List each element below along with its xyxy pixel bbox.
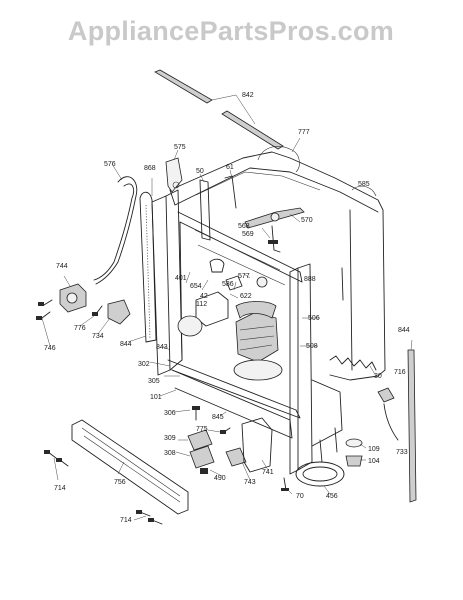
screws-714 xyxy=(44,450,163,525)
callout-845: 845 xyxy=(212,414,224,421)
lower-center-parts xyxy=(187,417,273,474)
pump-motor-assembly xyxy=(177,258,283,381)
callout-744: 744 xyxy=(56,263,68,270)
callout-844-left: 844 xyxy=(120,341,132,348)
callout-743: 743 xyxy=(244,479,256,486)
left-gasket-strip xyxy=(139,178,157,343)
callout-569: 569 xyxy=(242,231,254,238)
callout-506: 506 xyxy=(308,315,320,322)
bracket-716 xyxy=(377,387,395,403)
fill-hose xyxy=(93,163,138,285)
kickplate xyxy=(71,419,189,515)
callout-575: 575 xyxy=(174,144,186,151)
callout-306: 306 xyxy=(164,410,176,417)
callout-70: 70 xyxy=(296,493,304,500)
inlet-valve xyxy=(36,275,87,320)
callout-305: 305 xyxy=(148,378,160,385)
fittings-109-104 xyxy=(345,438,363,467)
callout-456: 456 xyxy=(326,493,338,500)
callout-302: 302 xyxy=(138,361,150,368)
callout-30: 30 xyxy=(374,373,382,380)
callout-622: 622 xyxy=(240,293,252,300)
top-seal-strips xyxy=(154,69,284,150)
callout-50: 50 xyxy=(196,168,204,175)
callout-104: 104 xyxy=(368,458,380,465)
callout-308: 308 xyxy=(164,450,176,457)
left-bracket-parts xyxy=(92,299,131,325)
callout-leader-lines xyxy=(41,271,367,495)
callout-775: 775 xyxy=(196,426,208,433)
callout-585: 585 xyxy=(358,181,370,188)
callout-61: 61 xyxy=(226,164,234,171)
callout-401: 401 xyxy=(175,275,187,282)
callout-733: 733 xyxy=(396,449,408,456)
watermark-text: AppliancePartsPros.com xyxy=(68,16,394,46)
callout-654: 654 xyxy=(190,283,202,290)
callout-843: 843 xyxy=(156,344,168,351)
callout-741: 741 xyxy=(262,469,274,476)
callout-714-left: 714 xyxy=(54,485,66,492)
callout-734: 734 xyxy=(92,333,104,340)
callout-508: 508 xyxy=(306,343,318,350)
callout-888: 888 xyxy=(304,276,316,283)
callout-868: 868 xyxy=(144,165,156,172)
callout-309: 309 xyxy=(164,435,176,442)
callout-577: 577 xyxy=(238,273,250,280)
upper-parts xyxy=(165,149,237,241)
callout-844-right: 844 xyxy=(398,327,410,334)
callout-labels: 842 777 575 576 868 50 61 585 570 568 56… xyxy=(44,92,410,524)
callout-490: 490 xyxy=(214,475,226,482)
callout-586: 586 xyxy=(222,281,234,288)
callout-776: 776 xyxy=(74,325,86,332)
callout-101: 101 xyxy=(150,394,162,401)
right-gasket-strip xyxy=(407,339,417,503)
callout-756: 756 xyxy=(114,479,126,486)
callout-112: 112 xyxy=(196,301,207,308)
tub-frame xyxy=(151,189,343,475)
upper-spray-arm xyxy=(244,207,305,253)
cable-733 xyxy=(383,403,399,441)
door-spring xyxy=(329,355,377,377)
callout-568: 568 xyxy=(238,223,250,230)
screw-306 xyxy=(192,406,200,421)
callout-777: 777 xyxy=(298,129,310,136)
callout-842: 842 xyxy=(242,92,254,99)
callout-570: 570 xyxy=(301,217,313,224)
callout-714-bottom: 714 xyxy=(120,517,132,524)
callout-42: 42 xyxy=(200,293,208,300)
ring-456 xyxy=(295,461,345,487)
callout-746: 746 xyxy=(44,345,56,352)
tub xyxy=(169,137,386,381)
callout-109: 109 xyxy=(368,446,380,453)
callout-716: 716 xyxy=(394,369,406,376)
screw-70 xyxy=(281,477,289,491)
callout-576: 576 xyxy=(104,161,116,168)
